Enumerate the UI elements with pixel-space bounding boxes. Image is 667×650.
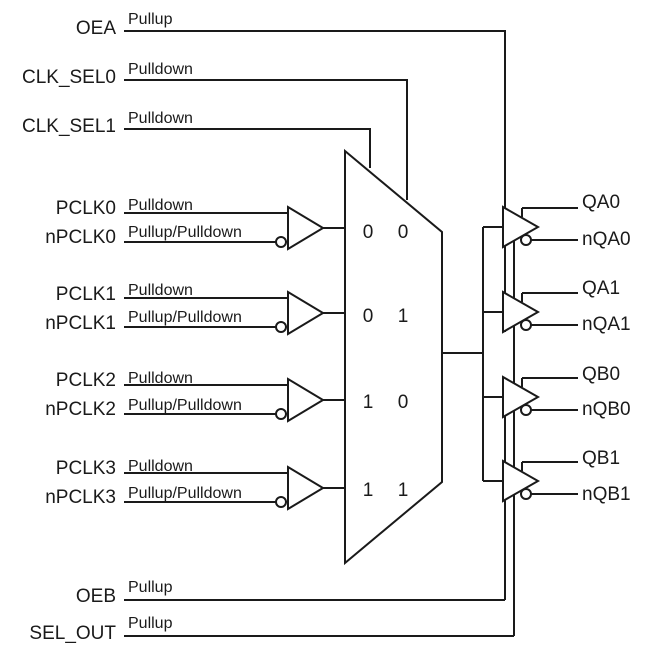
pclk0-attr-label: Pulldown: [128, 197, 193, 214]
inversion-bubble: [275, 236, 287, 248]
oeb-attr-label: Pullup: [128, 579, 173, 596]
npclk0-pin-label: nPCLK0: [45, 227, 116, 248]
sel-out-attr-label: Pullup: [128, 615, 173, 632]
output-qa1: QA1 nQA1: [502, 278, 631, 335]
pclk1-attr-label: Pulldown: [128, 282, 193, 299]
nqa0-pin-label: nQA0: [582, 229, 631, 250]
pclk2-attr-label: Pulldown: [128, 370, 193, 387]
npclk1-attr-label: Pullup/Pulldown: [128, 309, 242, 326]
mux-select-3b: 1: [398, 480, 409, 501]
oea-input: OEA Pullup: [76, 11, 506, 208]
inversion-bubble: [520, 319, 532, 331]
input-buffer-3: [287, 465, 325, 511]
clk-sel0-pin-label: CLK_SEL0: [22, 67, 116, 88]
pclk1-pin-label: PCLK1: [56, 284, 116, 305]
pclk3-attr-label: Pulldown: [128, 458, 193, 475]
npclk2-attr-label: Pullup/Pulldown: [128, 397, 242, 414]
clk-sel1-input: CLK_SEL1 Pulldown: [22, 110, 371, 168]
oea-pin-label: OEA: [76, 18, 116, 39]
pclk0-pin-label: PCLK0: [56, 198, 116, 219]
npclk1-pin-label: nPCLK1: [45, 313, 116, 334]
clk-sel0-wire: [124, 79, 408, 200]
pclk2-pin-label: PCLK2: [56, 370, 116, 391]
input-buffer-1: [287, 290, 325, 336]
oeb-pin-label: OEB: [76, 586, 116, 607]
mux-select-1a: 0: [363, 306, 374, 327]
inversion-bubble: [520, 234, 532, 246]
mux-select-0a: 0: [363, 222, 374, 243]
oeb-input: OEB Pullup: [76, 579, 505, 607]
npclk2-pin-label: nPCLK2: [45, 399, 116, 420]
qa0-pin-label: QA0: [582, 192, 620, 213]
nqa1-pin-label: nQA1: [582, 314, 631, 335]
pclk3-input-pair: PCLK3 Pulldown nPCLK3 Pullup/Pulldown: [45, 458, 345, 511]
input-buffer-0: [287, 205, 325, 251]
mux-select-3a: 1: [363, 480, 374, 501]
pclk2-input-pair: PCLK2 Pulldown nPCLK2 Pullup/Pulldown: [45, 370, 345, 423]
clk-sel0-attr-label: Pulldown: [128, 61, 193, 78]
npclk0-attr-label: Pullup/Pulldown: [128, 224, 242, 241]
output-buffer-qb1: [502, 459, 541, 503]
qa1-pin-label: QA1: [582, 278, 620, 299]
npclk3-attr-label: Pullup/Pulldown: [128, 485, 242, 502]
inversion-bubble: [275, 321, 287, 333]
clk-sel0-input: CLK_SEL0 Pulldown: [22, 61, 408, 200]
inversion-bubble: [275, 496, 287, 508]
sel-out-pin-label: SEL_OUT: [29, 623, 116, 644]
oea-attr-label: Pullup: [128, 11, 173, 28]
inversion-bubble: [520, 404, 532, 416]
sel-out-input: SEL_OUT Pullup: [29, 615, 514, 644]
output-qb0: QB0 nQB0: [502, 364, 631, 420]
clk-sel1-wire: [124, 128, 371, 168]
output-buffer-qa0: [502, 205, 541, 249]
clk-sel1-attr-label: Pulldown: [128, 110, 193, 127]
mux-select-1b: 1: [398, 306, 409, 327]
pclk1-input-pair: PCLK1 Pulldown nPCLK1 Pullup/Pulldown: [45, 282, 345, 336]
mux-select-2b: 0: [398, 392, 409, 413]
output-buffer-qa1: [502, 290, 541, 334]
pclk0-input-pair: PCLK0 Pulldown nPCLK0 Pullup/Pulldown: [45, 197, 345, 251]
qb1-pin-label: QB1: [582, 448, 620, 469]
mux-select-0b: 0: [398, 222, 409, 243]
oea-wire: [124, 30, 506, 208]
nqb1-pin-label: nQB1: [582, 484, 631, 505]
pclk3-pin-label: PCLK3: [56, 458, 116, 479]
npclk3-pin-label: nPCLK3: [45, 487, 116, 508]
clk-sel1-pin-label: CLK_SEL1: [22, 116, 116, 137]
mux-select-2a: 1: [363, 392, 374, 413]
input-buffer-2: [287, 377, 325, 423]
inversion-bubble: [275, 408, 287, 420]
multiplexer: [344, 148, 443, 566]
inversion-bubble: [520, 488, 532, 500]
output-qb1: QB1 nQB1: [502, 448, 631, 505]
output-buffer-qb0: [502, 375, 541, 419]
nqb0-pin-label: nQB0: [582, 399, 631, 420]
qb0-pin-label: QB0: [582, 364, 620, 385]
output-qa0: QA0 nQA0: [502, 192, 631, 250]
